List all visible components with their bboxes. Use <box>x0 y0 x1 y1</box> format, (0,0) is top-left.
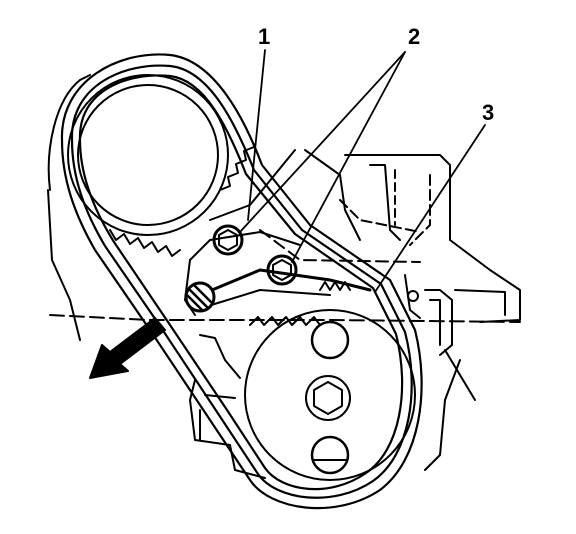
belt-tensioner <box>194 268 372 311</box>
leader-lines <box>239 49 486 293</box>
callout-2: 2 <box>408 24 420 49</box>
tensioner-pivot <box>184 281 216 313</box>
timing-belt <box>60 53 423 510</box>
direction-arrow <box>89 317 166 379</box>
engine-block-outline <box>47 74 521 479</box>
crankshaft-sprocket <box>244 309 416 481</box>
lower-bolt <box>266 254 298 286</box>
upper-bolt <box>212 224 244 256</box>
callout-3: 3 <box>482 100 494 125</box>
callout-1: 1 <box>258 24 270 49</box>
